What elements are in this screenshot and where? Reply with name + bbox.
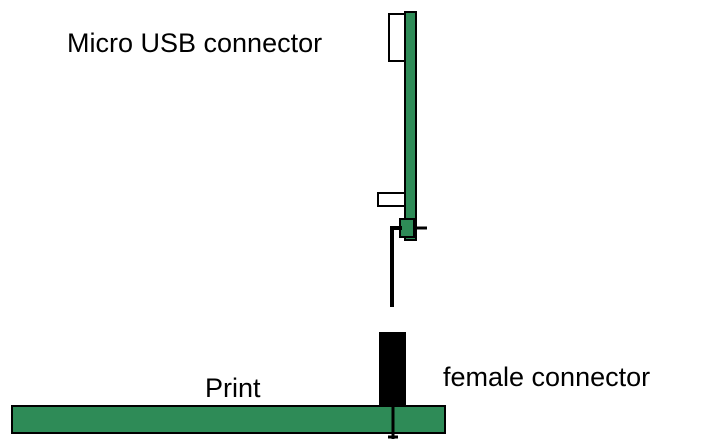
- board-component: [377, 192, 406, 207]
- vertical-board: [404, 11, 417, 241]
- male-header-body: [399, 218, 415, 238]
- female-connector-block: [379, 332, 406, 408]
- female-connector-label: female connector: [443, 362, 651, 392]
- print-label: Print: [205, 373, 261, 403]
- micro-usb-connector: [388, 13, 406, 62]
- male-pin: [390, 226, 402, 307]
- micro-usb-label: Micro USB connector: [67, 28, 323, 58]
- print-board: [11, 405, 446, 434]
